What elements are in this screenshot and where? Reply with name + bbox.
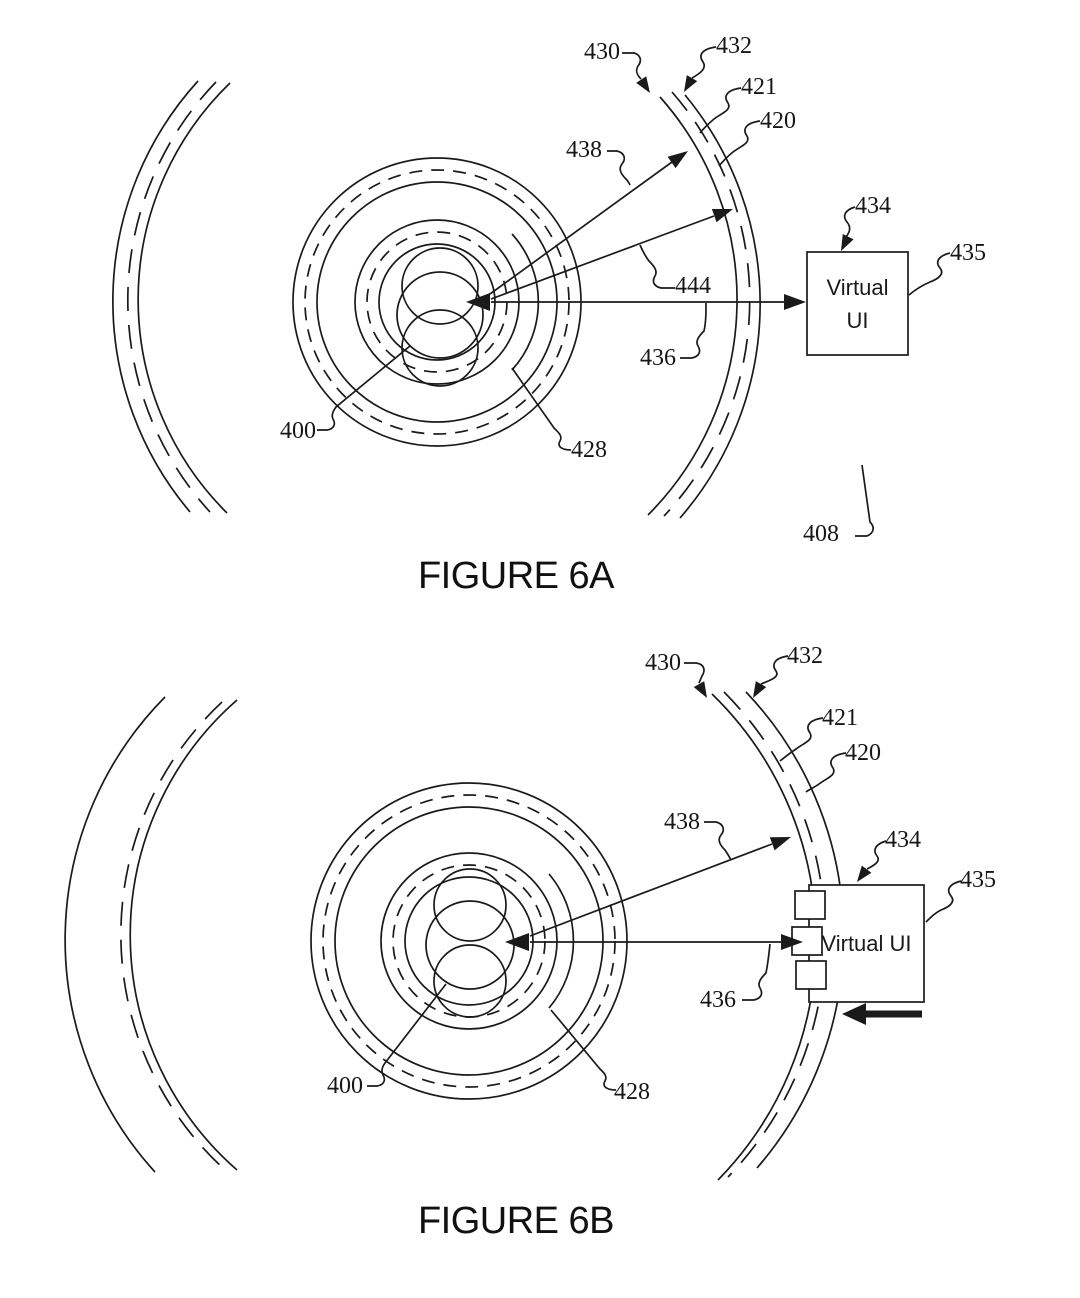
leader-430-6b: [684, 662, 705, 684]
leader-428-6b: [550, 1009, 617, 1091]
leader-434-6b: [866, 840, 887, 870]
virtual-ui-box-6b: Virtual UI: [810, 886, 923, 1001]
leader-435-6b: [925, 880, 962, 923]
figure-6a-caption: FIGURE 6A: [417, 555, 615, 597]
figure-6b-drawing: [64, 655, 962, 1181]
left-boundary-arc-outer-6b: [64, 696, 166, 1173]
ref-label-6b-400: 400: [327, 1073, 363, 1099]
leader-430-6a: [622, 52, 642, 80]
virtual-ui-box-outline-6a: [806, 251, 909, 356]
leader-428-6a: [511, 367, 572, 451]
virtual-ui-box-outline-6b: [808, 884, 925, 1003]
figure-6a-drawing: [112, 46, 951, 537]
left-boundary-arc-inner-6b: [129, 699, 238, 1171]
motion-arrowhead-6b: [842, 1003, 866, 1025]
ref-label-6a-436: 436: [640, 345, 676, 371]
leader-444-6a: [639, 244, 675, 289]
left-boundary-arc-dashed-6a: [126, 81, 217, 513]
arrowhead-432-6b: [753, 681, 767, 698]
ref-label-6a-400: 400: [280, 418, 316, 444]
virtual-ui-label-line1-6a: Virtual: [826, 274, 889, 300]
left-boundary-arc-outer-6a: [112, 80, 199, 513]
arrowhead-434-6a: [841, 234, 854, 251]
figure-6b-caption: FIGURE 6B: [417, 1200, 615, 1242]
user-head-top-circle-6a: [401, 247, 479, 325]
leader-435-6a: [908, 252, 951, 296]
ref-label-6b-432: 432: [787, 643, 823, 669]
gaze-line-444-6a: [490, 215, 715, 300]
leader-432-6a: [691, 46, 717, 79]
ref-label-6a-438: 438: [566, 137, 602, 163]
ref-label-6a-408: 408: [803, 521, 839, 547]
leader-438-6b: [704, 821, 732, 861]
ref-label-6b-420: 420: [845, 740, 881, 766]
mount-square-bottom-6b: [795, 960, 827, 990]
arrowhead-438-6a: [667, 151, 688, 169]
display-arc-inner-6a: [647, 96, 738, 516]
left-boundary-arc-dashed-6b: [120, 701, 225, 1170]
ref-label-6a-421: 421: [741, 74, 777, 100]
gaze-line-438-6a: [489, 161, 673, 295]
inner-ring-solid-6b: [380, 852, 558, 1030]
display-arc-dashed-6a: [663, 91, 751, 517]
outer-ring-solid-6b: [310, 782, 628, 1100]
leader-400-6a: [317, 345, 411, 431]
arrowhead-444-6a: [711, 209, 733, 223]
ref-label-6b-428: 428: [614, 1079, 650, 1105]
user-head-top-circle-6b: [433, 868, 507, 942]
ref-label-6a-432: 432: [716, 33, 752, 59]
ref-label-6a-444: 444: [675, 273, 711, 299]
leader-432-6b: [760, 655, 789, 685]
ref-label-6a-428: 428: [571, 437, 607, 463]
leader-436-6a: [680, 302, 707, 359]
arrowhead-head-center-6b: [505, 933, 529, 951]
gaze-line-438-6b: [529, 843, 773, 937]
ref-label-6b-430: 430: [645, 650, 681, 676]
arrowhead-430-6a: [636, 76, 650, 93]
outer-ring-inner-solid-6b: [334, 806, 604, 1076]
arrowhead-436-6a: [784, 294, 806, 310]
ref-label-6b-436: 436: [700, 987, 736, 1013]
ref-label-6b-438: 438: [664, 809, 700, 835]
inner-ring-inner-solid-6b: [404, 876, 534, 1006]
leader-434-6a: [843, 206, 856, 238]
ref-label-6b-435: 435: [960, 867, 996, 893]
arrowhead-436-6b: [781, 934, 803, 950]
ref-label-6b-421: 421: [822, 705, 858, 731]
arrowhead-head-center-6a: [466, 293, 490, 311]
ref-label-6a-430: 430: [584, 39, 620, 65]
virtual-ui-label-line2-6a: UI: [846, 307, 869, 333]
leader-421-6b: [779, 717, 824, 762]
outer-ring-dashed-6b: [322, 794, 616, 1088]
leader-408-6a: [855, 464, 874, 537]
virtual-ui-box-6a: Virtual UI: [808, 253, 907, 354]
left-boundary-arc-inner-6a: [137, 82, 231, 514]
ref-label-6a-434: 434: [855, 193, 891, 219]
arrowhead-432-6a: [684, 75, 698, 92]
ref-label-6a-435: 435: [950, 240, 986, 266]
leader-438-6a: [607, 150, 631, 186]
leader-436-6b: [742, 943, 771, 1001]
arrowhead-434-6b: [857, 865, 872, 882]
mount-square-top-6b: [794, 890, 826, 920]
leader-420-6b: [805, 752, 847, 793]
arrowhead-430-6b: [693, 681, 707, 698]
user-head-bottom-circle-6b: [433, 944, 507, 1018]
virtual-ui-label-6b: Virtual UI: [821, 931, 912, 956]
user-head-bottom-circle-6a: [401, 309, 479, 387]
leader-421-6a: [699, 87, 742, 134]
user-head-center-circle-6a: [396, 271, 484, 359]
arrowhead-438-6b: [769, 837, 791, 851]
leader-400-6b: [367, 983, 447, 1087]
leader-420-6a: [718, 120, 761, 167]
ref-label-6b-434: 434: [885, 827, 921, 853]
display-arc-outer-6a: [679, 94, 761, 519]
partial-arc-428-6b: [548, 873, 575, 1009]
ref-label-6a-420: 420: [760, 108, 796, 134]
